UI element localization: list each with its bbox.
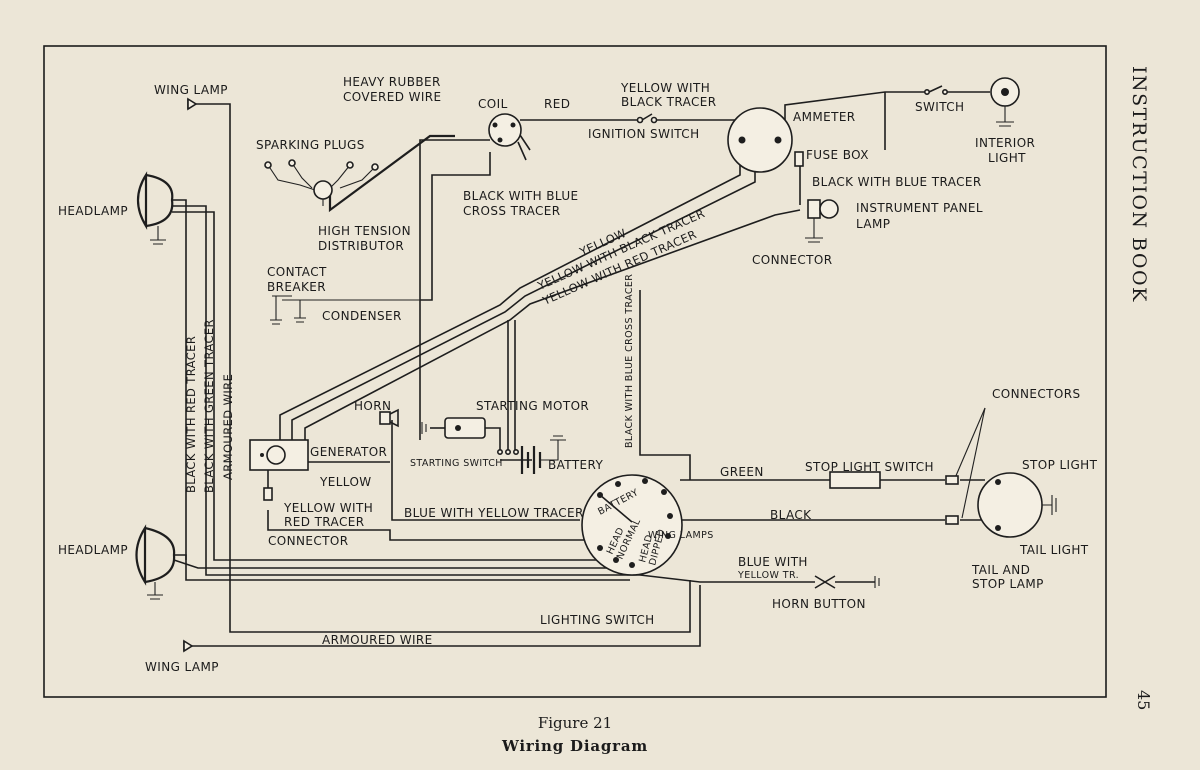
label-headlamp-bottom: HEADLAMP <box>58 543 128 557</box>
label-black-red-tracer-v: BLACK WITH RED TRACER <box>184 336 198 493</box>
label-generator: GENERATOR <box>310 445 387 459</box>
label-black-green-tracer-v: BLACK WITH GREEN TRACER <box>202 319 216 493</box>
label-tail-stop-2: STOP LAMP <box>972 577 1044 591</box>
label-sparking-plugs: SPARKING PLUGS <box>256 138 365 152</box>
label-switch: SWITCH <box>915 100 964 114</box>
label-blue-yellow-tr-2: YELLOW TR. <box>737 570 799 581</box>
figure-title: Wiring Diagram <box>501 737 649 755</box>
label-contact-breaker-1: CONTACT <box>267 265 327 279</box>
battery-symbol <box>520 435 566 474</box>
headlamp-top-symbol <box>136 171 174 245</box>
label-black-blue-cross-v: BLACK WITH BLUE CROSS TRACER <box>624 274 635 448</box>
sparking-plugs-symbol <box>264 159 379 206</box>
label-horn-button: HORN BUTTON <box>772 597 866 611</box>
label-contact-breaker-2: BREAKER <box>267 280 326 294</box>
label-coil: COIL <box>478 97 508 111</box>
label-interior-light-1: INTERIOR <box>975 136 1035 150</box>
figure-number: Figure 21 <box>537 714 613 732</box>
wing-lamp-top-symbol <box>187 97 198 111</box>
coil-symbol <box>488 113 531 161</box>
label-black-blue-cross-2: CROSS TRACER <box>463 204 561 218</box>
headlamp-bottom-symbol <box>135 524 176 600</box>
instrument-panel-lamp-symbol <box>805 199 839 243</box>
label-heavy-rubber-1: HEAVY RUBBER <box>343 75 441 89</box>
label-headlamp-top: HEADLAMP <box>58 204 128 218</box>
lighting-switch-symbol <box>581 474 683 576</box>
label-blue-yellow-tr-1: BLUE WITH <box>738 555 808 569</box>
label-interior-light-2: LIGHT <box>988 151 1026 165</box>
label-black-blue-tracer: BLACK WITH BLUE TRACER <box>812 175 982 189</box>
label-red: RED <box>544 97 570 111</box>
interior-switch-symbol <box>923 85 948 96</box>
ignition-switch-symbol <box>636 113 658 124</box>
label-horn: HORN <box>354 399 391 413</box>
starting-switch-symbol <box>496 448 519 455</box>
tail-stop-lamp-symbol <box>977 472 1057 538</box>
connector-generator-symbol <box>263 487 273 501</box>
label-high-tension-2: DISTRIBUTOR <box>318 239 404 253</box>
book-title: INSTRUCTION BOOK <box>1128 66 1150 303</box>
label-yellow-gen: YELLOW <box>319 475 372 489</box>
horn-button-symbol <box>814 575 880 589</box>
label-yellow-with-2: BLACK TRACER <box>621 95 717 109</box>
label-fuse-box: FUSE BOX <box>806 148 869 162</box>
contact-breaker-symbol <box>270 295 420 325</box>
label-lighting-switch: LIGHTING SWITCH <box>540 613 655 627</box>
label-green: GREEN <box>720 465 764 479</box>
label-black-blue-cross-1: BLACK WITH BLUE <box>463 189 579 203</box>
label-black: BLACK <box>770 508 812 522</box>
label-wing-lamp-top: WING LAMP <box>154 83 228 97</box>
interior-light-symbol <box>990 77 1020 127</box>
label-armoured-wire-v: ARMOURED WIRE <box>221 374 235 480</box>
label-wing-lamps: WING LAMPS <box>648 530 714 541</box>
label-stop-light: STOP LIGHT <box>1022 458 1098 472</box>
ammeter-symbol <box>727 107 793 173</box>
generator-symbol <box>249 439 309 471</box>
label-ignition-switch: IGNITION SWITCH <box>588 127 700 141</box>
label-yellow-with-1: YELLOW WITH <box>620 81 710 95</box>
label-battery: BATTERY <box>548 458 604 472</box>
label-tail-stop-1: TAIL AND <box>971 563 1030 577</box>
label-connector-bottom: CONNECTOR <box>268 534 348 548</box>
connectors-symbol <box>945 475 959 525</box>
label-starting-motor: STARTING MOTOR <box>476 399 589 413</box>
label-wing-lamp-bottom: WING LAMP <box>145 660 219 674</box>
wing-lamp-bottom-symbol <box>183 639 194 653</box>
label-connectors: CONNECTORS <box>992 387 1080 401</box>
horn-symbol <box>379 408 399 428</box>
label-yellow-red-1: YELLOW WITH <box>283 501 373 515</box>
label-blue-yellow-tracer: BLUE WITH YELLOW TRACER <box>404 506 584 520</box>
label-condenser: CONDENSER <box>322 309 402 323</box>
label-instrument-panel-1: INSTRUMENT PANEL <box>856 201 983 215</box>
label-high-tension-1: HIGH TENSION <box>318 224 411 238</box>
label-instrument-panel-2: LAMP <box>856 217 890 231</box>
label-ammeter: AMMETER <box>793 110 856 124</box>
label-tail-light: TAIL LIGHT <box>1019 543 1089 557</box>
diagram-frame <box>43 45 1107 698</box>
label-connector-top: CONNECTOR <box>752 253 832 267</box>
label-yellow-red-2: RED TRACER <box>284 515 364 529</box>
label-heavy-rubber-2: COVERED WIRE <box>343 90 442 104</box>
stop-light-switch-symbol <box>829 471 881 489</box>
page-number: 45 <box>1134 690 1153 711</box>
wires <box>172 91 990 647</box>
label-armoured-wire-h: ARMOURED WIRE <box>322 633 433 647</box>
starting-motor-symbol <box>421 417 486 439</box>
label-stop-light-switch: STOP LIGHT SWITCH <box>805 460 934 474</box>
label-starting-switch: STARTING SWITCH <box>410 458 503 469</box>
fuse-box-symbol <box>794 151 804 167</box>
